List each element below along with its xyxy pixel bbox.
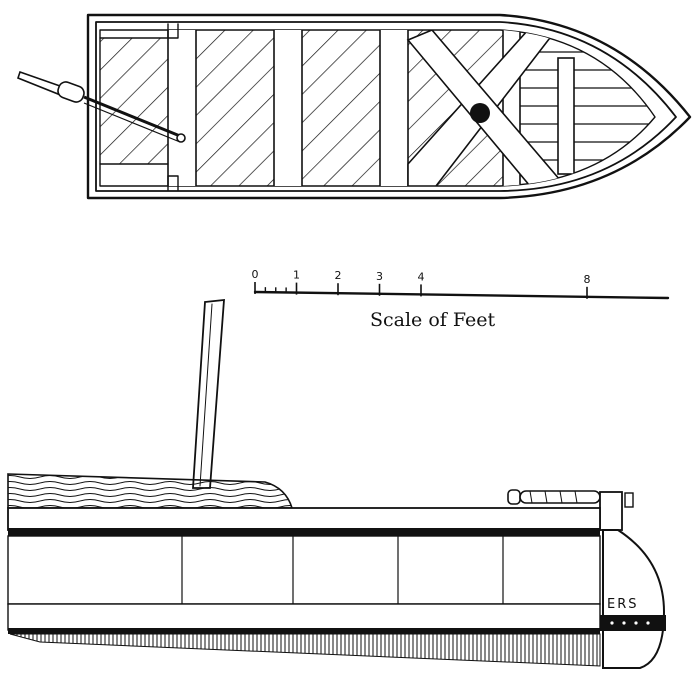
scale-tick-label: 8 (584, 273, 591, 286)
rudder-band (598, 615, 666, 631)
hull-frames (181, 535, 504, 605)
scale-caption: Scale of Feet (370, 309, 495, 331)
hull-bottom-strake (7, 603, 601, 631)
artist-initials: ERS (607, 597, 639, 612)
side-tiller (507, 489, 634, 531)
scale-tick-label: 0 (252, 268, 259, 281)
scale-tick-label: 2 (335, 269, 342, 282)
tiller (17, 70, 186, 143)
rudder-band-rivets (610, 621, 650, 625)
boat-side-view: ERS (7, 298, 666, 669)
scale-tick-label: 1 (293, 269, 300, 282)
transom-notch (167, 175, 179, 191)
hull-side (7, 535, 601, 605)
scale-bar: 0 1 2 3 4 8 Scale of Feet (252, 268, 670, 331)
thwart (273, 30, 303, 186)
mast-step-hole (470, 103, 490, 123)
mast-detail (199, 303, 213, 487)
hull-gunwale-strip (7, 507, 601, 531)
hatched-panel (100, 38, 168, 164)
wooden-deck (7, 473, 294, 509)
hull-keel-band (8, 628, 600, 634)
thwart (379, 30, 409, 186)
hull-keel-fringe (9, 633, 601, 667)
hatched-panel (196, 30, 274, 186)
hull-outline-outer (86, 13, 692, 200)
transom-notch (167, 23, 179, 39)
hull-rub-rail (8, 528, 600, 536)
thwart (167, 30, 197, 186)
bow-planking (519, 51, 655, 161)
hull-outline-inner (95, 21, 677, 192)
scale-tick-label: 3 (376, 270, 383, 283)
mast (192, 298, 225, 489)
boat-plan-view (17, 13, 692, 200)
scale-line (253, 290, 670, 300)
rudder (602, 529, 666, 669)
scale-tick-label: 4 (418, 270, 425, 283)
hatched-panel (302, 30, 380, 186)
